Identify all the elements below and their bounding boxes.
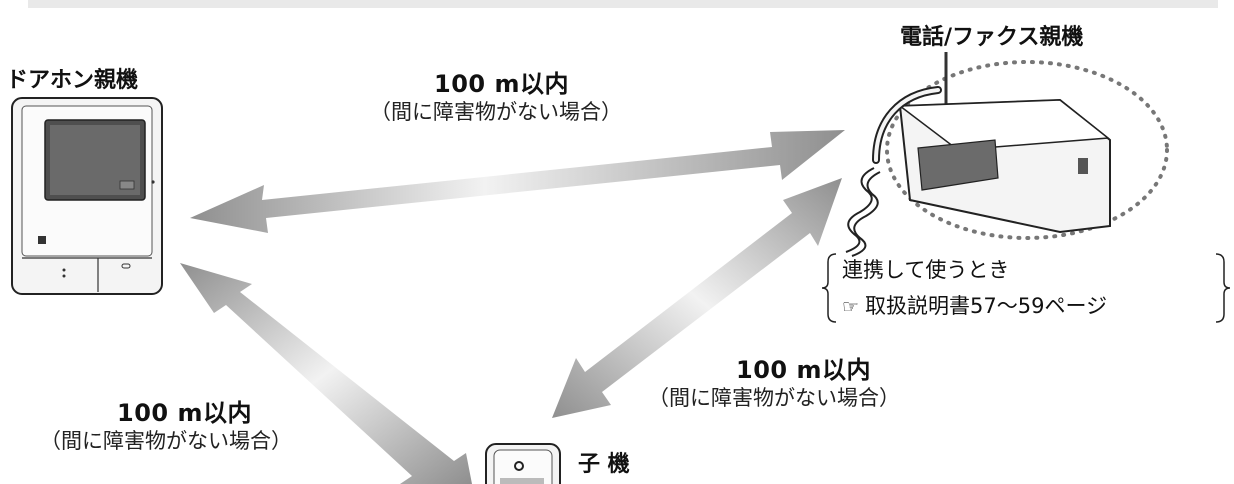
arrow-monitor-handset [180, 263, 472, 484]
top-divider [28, 0, 1218, 8]
door-monitor-device [11, 97, 163, 295]
handset-label: 子 機 [578, 452, 630, 477]
fax-label: 電話/ファクス親機 [900, 25, 1084, 50]
link-monitor-handset-distance: 100 m以内 [117, 399, 252, 427]
link-monitor-fax-distance: 100 m以内 [434, 70, 569, 98]
link-monitor-fax-condition: （間に障害物がない場合） [370, 100, 622, 124]
link-fax-handset-distance: 100 m以内 [736, 356, 871, 384]
handset-device [485, 443, 561, 484]
note-line-2: ☞取扱説明書57～59ページ [842, 290, 1107, 320]
arrow-monitor-fax [190, 130, 845, 233]
note-line-1: 連携して使うとき [842, 258, 1010, 282]
arrow-fax-handset [552, 178, 842, 418]
door-monitor-label: ドアホン親機 [6, 68, 139, 93]
link-monitor-handset-condition: （間に障害物がない場合） [40, 429, 292, 453]
note-page-reference: 取扱説明書57～59ページ [865, 294, 1108, 318]
reference-note: 連携して使うとき ☞取扱説明書57～59ページ [824, 252, 1234, 324]
fax-machine-device [845, 52, 1169, 257]
note-brackets [821, 253, 1231, 323]
reference-pointer-icon: ☞ [842, 296, 860, 318]
link-fax-handset-condition: （間に障害物がない場合） [648, 386, 900, 410]
